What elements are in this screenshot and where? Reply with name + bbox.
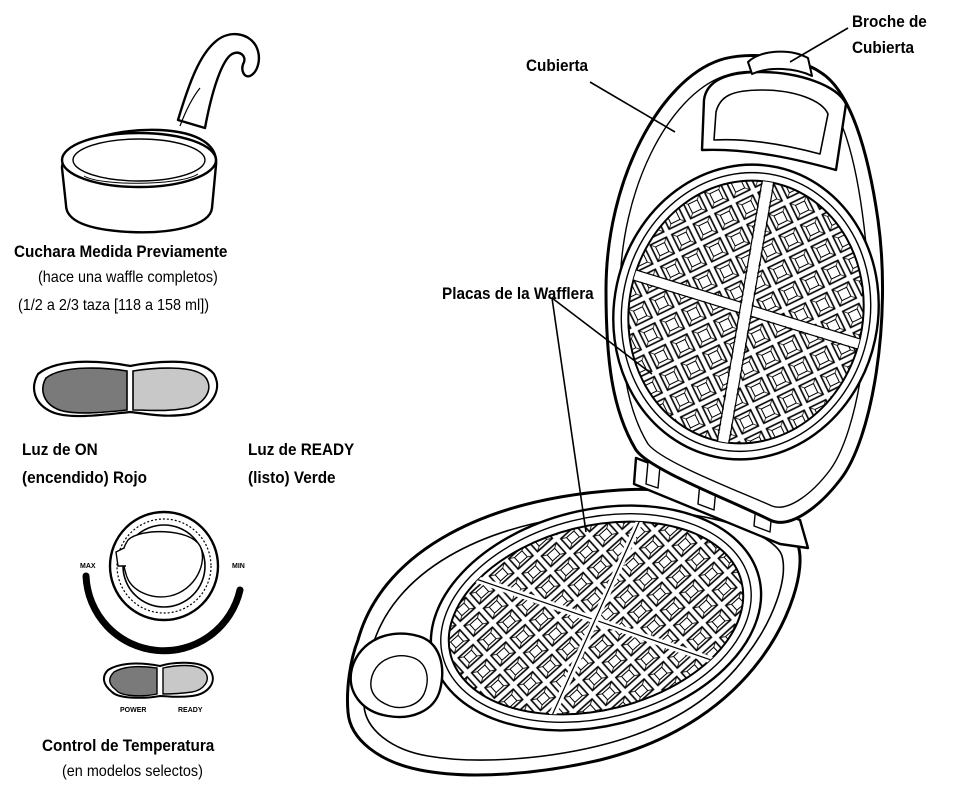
on-light-red — [43, 368, 127, 413]
label-placas: Placas de la Wafflera — [442, 284, 594, 303]
label-cuchara-sub1: (hace una waffle completos) — [38, 268, 218, 287]
label-luz-on-line1: Luz de ON — [22, 440, 98, 459]
label-luz-on-line2: (encendido) Rojo — [22, 468, 147, 487]
svg-text:MIN: MIN — [232, 563, 245, 570]
label-luz-ready-line1: Luz de READY — [248, 440, 354, 459]
power-light — [110, 667, 157, 696]
label-luz-ready-line2: (listo) Verde — [248, 468, 336, 487]
indicator-lights-small: POWER READY — [104, 663, 213, 714]
temperature-dial-illustration: MAX MIN — [80, 512, 245, 651]
waffle-maker-illustration — [347, 52, 905, 775]
measuring-cup-illustration — [62, 34, 259, 232]
label-broche-line2: Cubierta — [852, 38, 914, 57]
indicator-lights-large — [34, 362, 217, 416]
svg-text:READY: READY — [178, 707, 203, 714]
label-cubierta: Cubierta — [526, 56, 588, 75]
ready-light-green — [133, 368, 209, 410]
label-control-sub: (en modelos selectos) — [62, 762, 203, 781]
label-broche-line1: Broche de — [852, 12, 927, 31]
label-cuchara-title: Cuchara Medida Previamente — [14, 242, 227, 261]
label-cuchara-sub2: (1/2 a 2/3 taza [118 a 158 ml]) — [18, 296, 209, 315]
svg-text:MAX: MAX — [80, 563, 96, 570]
label-control-title: Control de Temperatura — [42, 736, 214, 755]
svg-text:POWER: POWER — [120, 707, 146, 714]
